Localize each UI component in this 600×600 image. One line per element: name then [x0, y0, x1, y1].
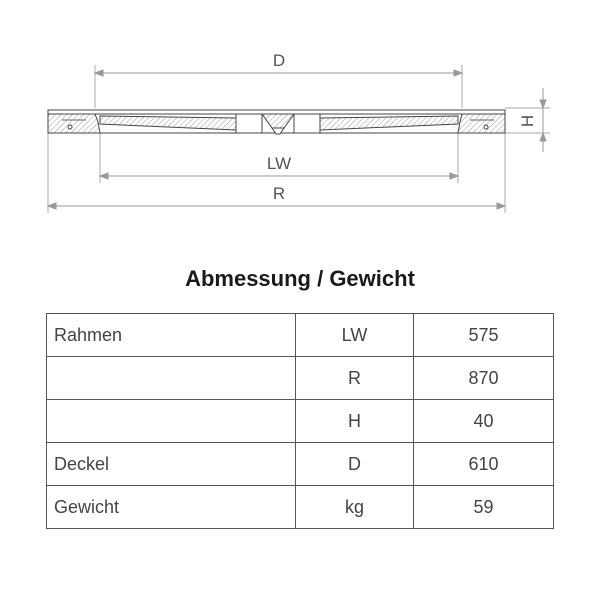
- section-title: Abmessung / Gewicht: [185, 266, 415, 291]
- row-symbol-cell: LW: [295, 313, 414, 357]
- row-name-cell: Deckel: [46, 442, 296, 486]
- cross-section: [47, 109, 506, 135]
- row-value-cell: 575: [413, 313, 554, 357]
- dimension-label-r: R: [273, 184, 285, 203]
- technical-drawing: D LW R H: [46, 51, 550, 213]
- row-symbol-cell: D: [295, 442, 414, 486]
- dimension-label-lw: LW: [267, 154, 291, 173]
- dimension-label-d: D: [273, 51, 285, 70]
- row-value-cell: 610: [413, 442, 554, 486]
- row-symbol-cell: H: [295, 399, 414, 443]
- row-name-cell: Rahmen: [46, 313, 296, 357]
- row-value-cell: 40: [413, 399, 554, 443]
- dimension-label-h: H: [518, 115, 537, 127]
- row-value-cell: 59: [413, 485, 554, 529]
- dimension-lines: [46, 69, 547, 210]
- row-symbol-cell: kg: [295, 485, 414, 529]
- row-name-cell: [46, 399, 296, 443]
- extension-lines: [47, 65, 550, 213]
- row-symbol-cell: R: [295, 356, 414, 400]
- row-name-cell: Gewicht: [46, 485, 296, 529]
- row-value-cell: 870: [413, 356, 554, 400]
- row-name-cell: [46, 356, 296, 400]
